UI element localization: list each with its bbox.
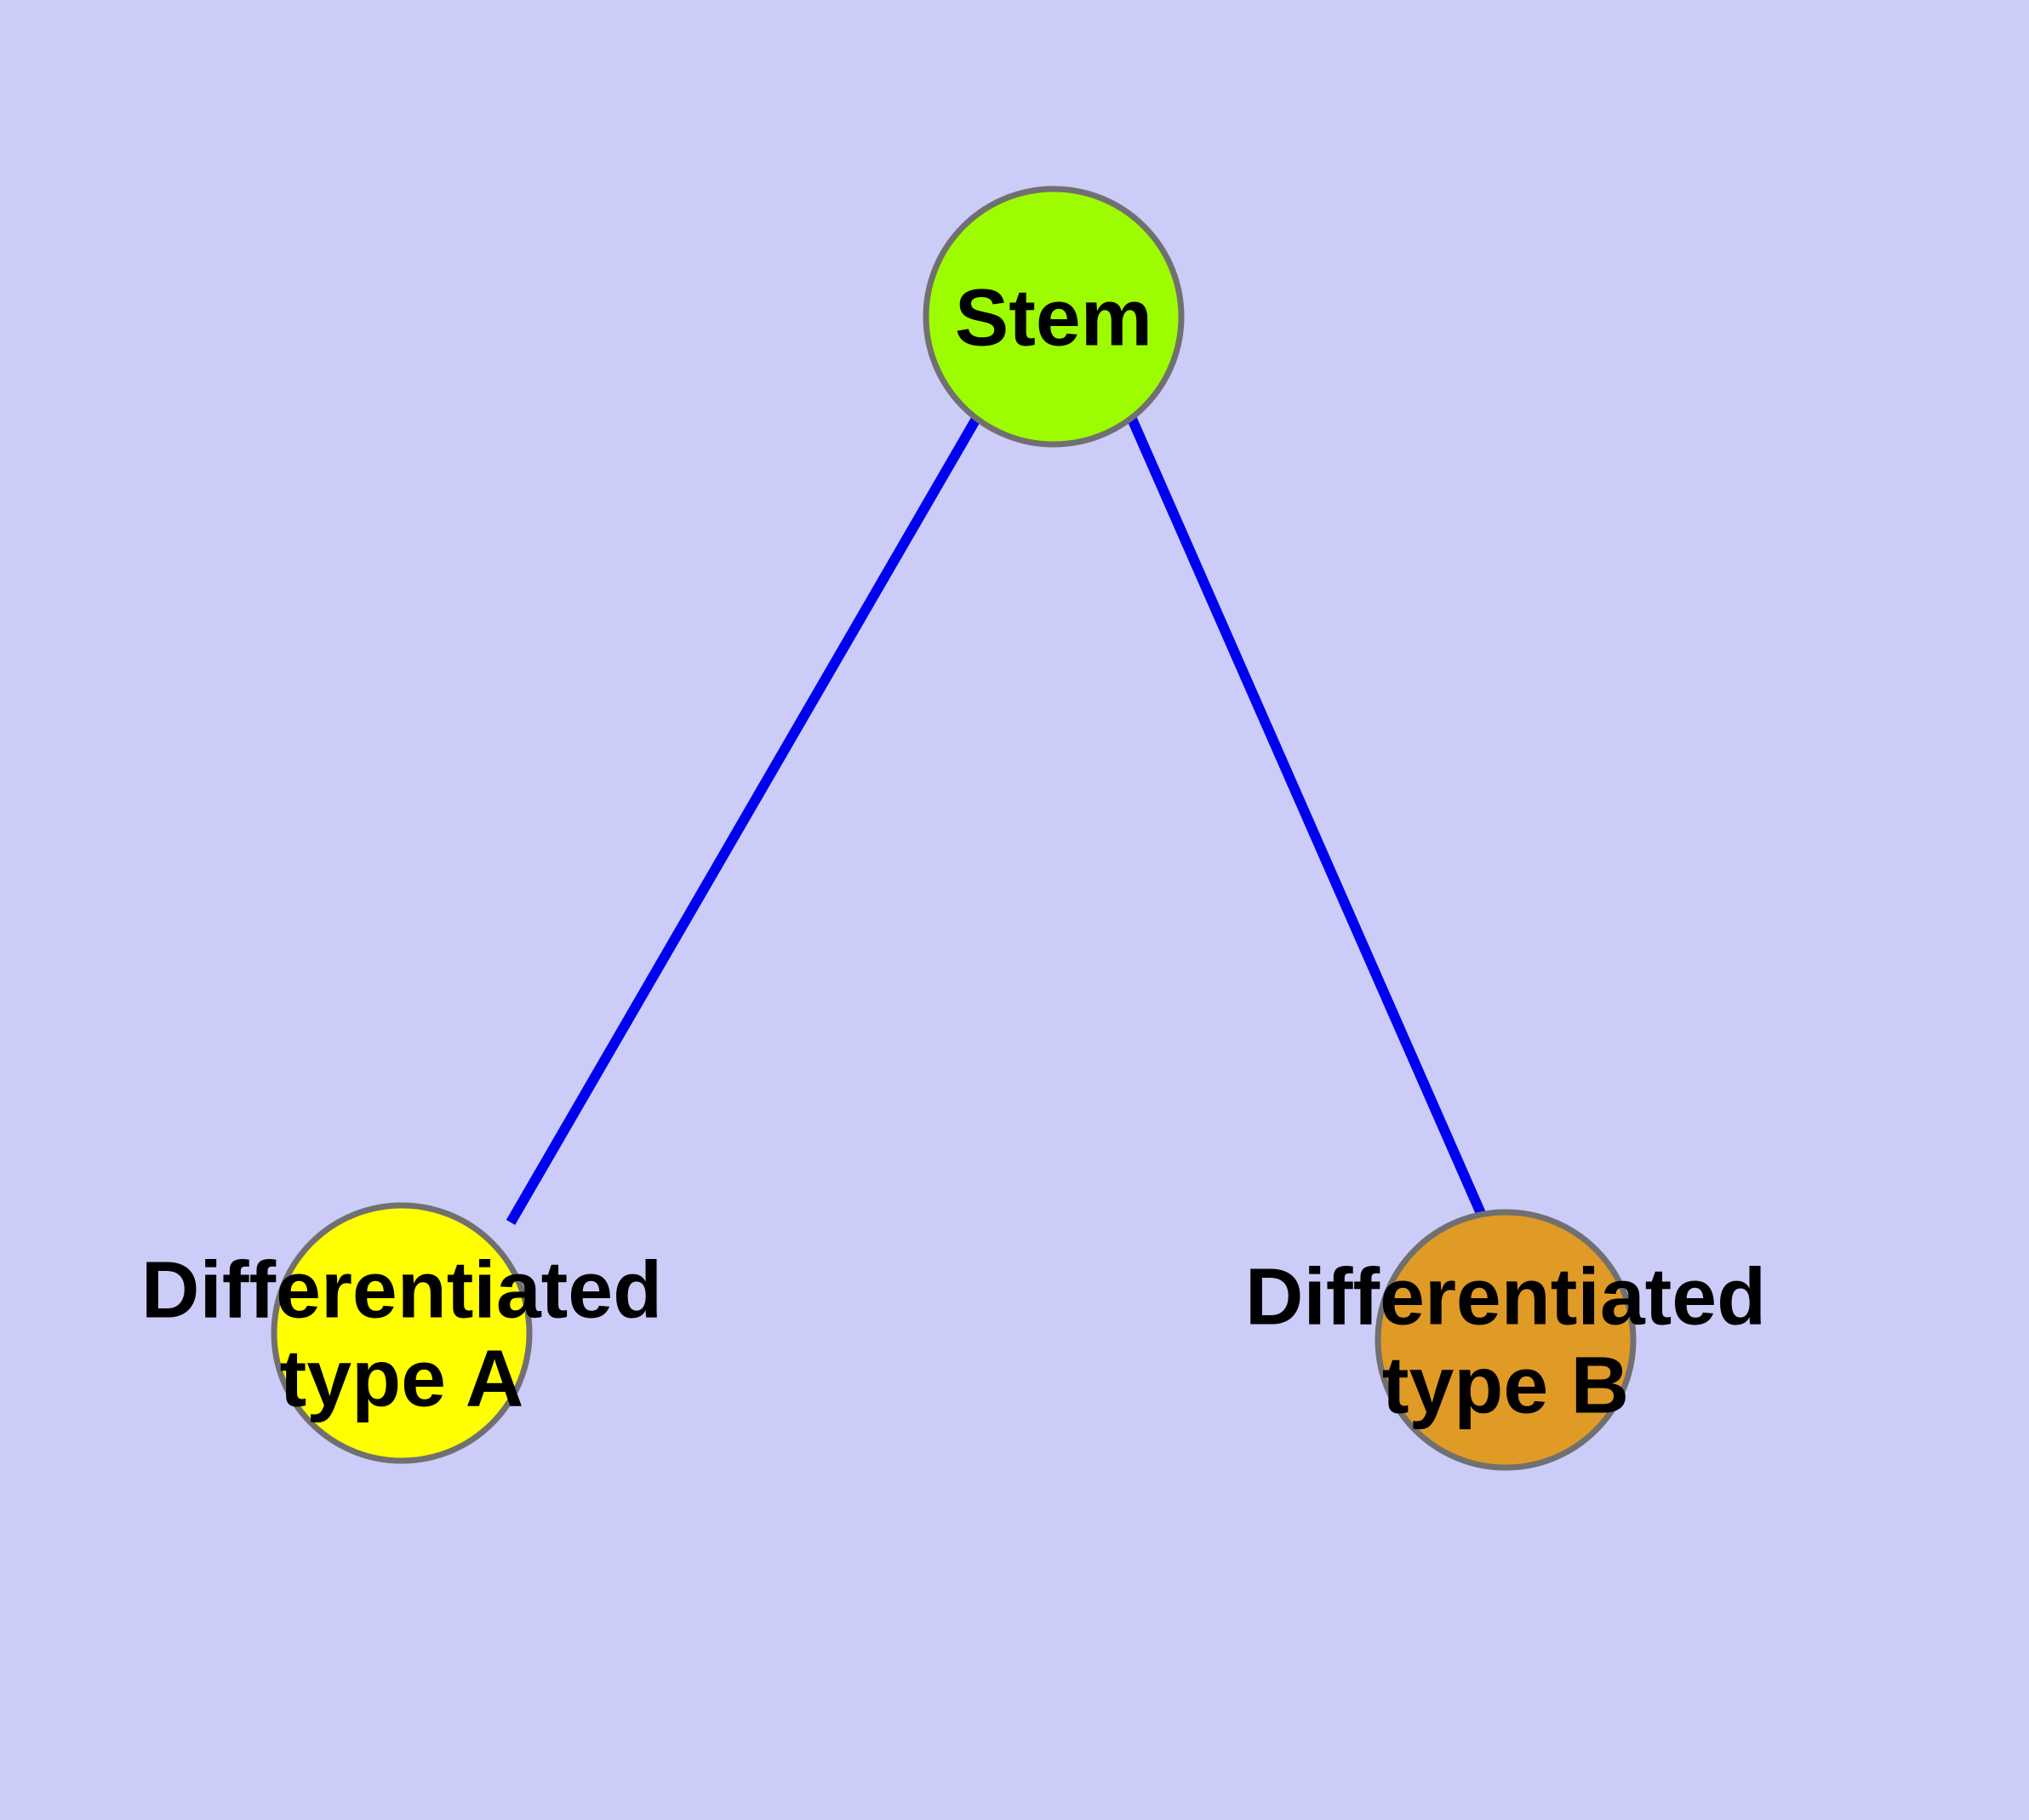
nodes-layer: [271, 186, 1637, 1471]
edges-layer: [506, 415, 1488, 1226]
graph-node-label-diff-a-line-1: Differentiated: [141, 1245, 662, 1336]
graph-node-diff-a[interactable]: [271, 1202, 533, 1464]
graph-node-diff-b[interactable]: [1375, 1209, 1637, 1471]
graph-node-label-diff-b-line-2: type B: [1382, 1341, 1629, 1431]
graph-edge-stem-to-diff-b[interactable]: [1127, 416, 1488, 1220]
graph-node-label-stem-line-1: Stem: [955, 273, 1152, 363]
graph-node-label-diff-a-line-2: type A: [280, 1334, 524, 1424]
graph-edge-stem-to-diff-a[interactable]: [506, 415, 981, 1226]
graph-node-label-diff-b-line-1: Differentiated: [1245, 1252, 1766, 1342]
graph-node-stem[interactable]: [923, 186, 1185, 448]
